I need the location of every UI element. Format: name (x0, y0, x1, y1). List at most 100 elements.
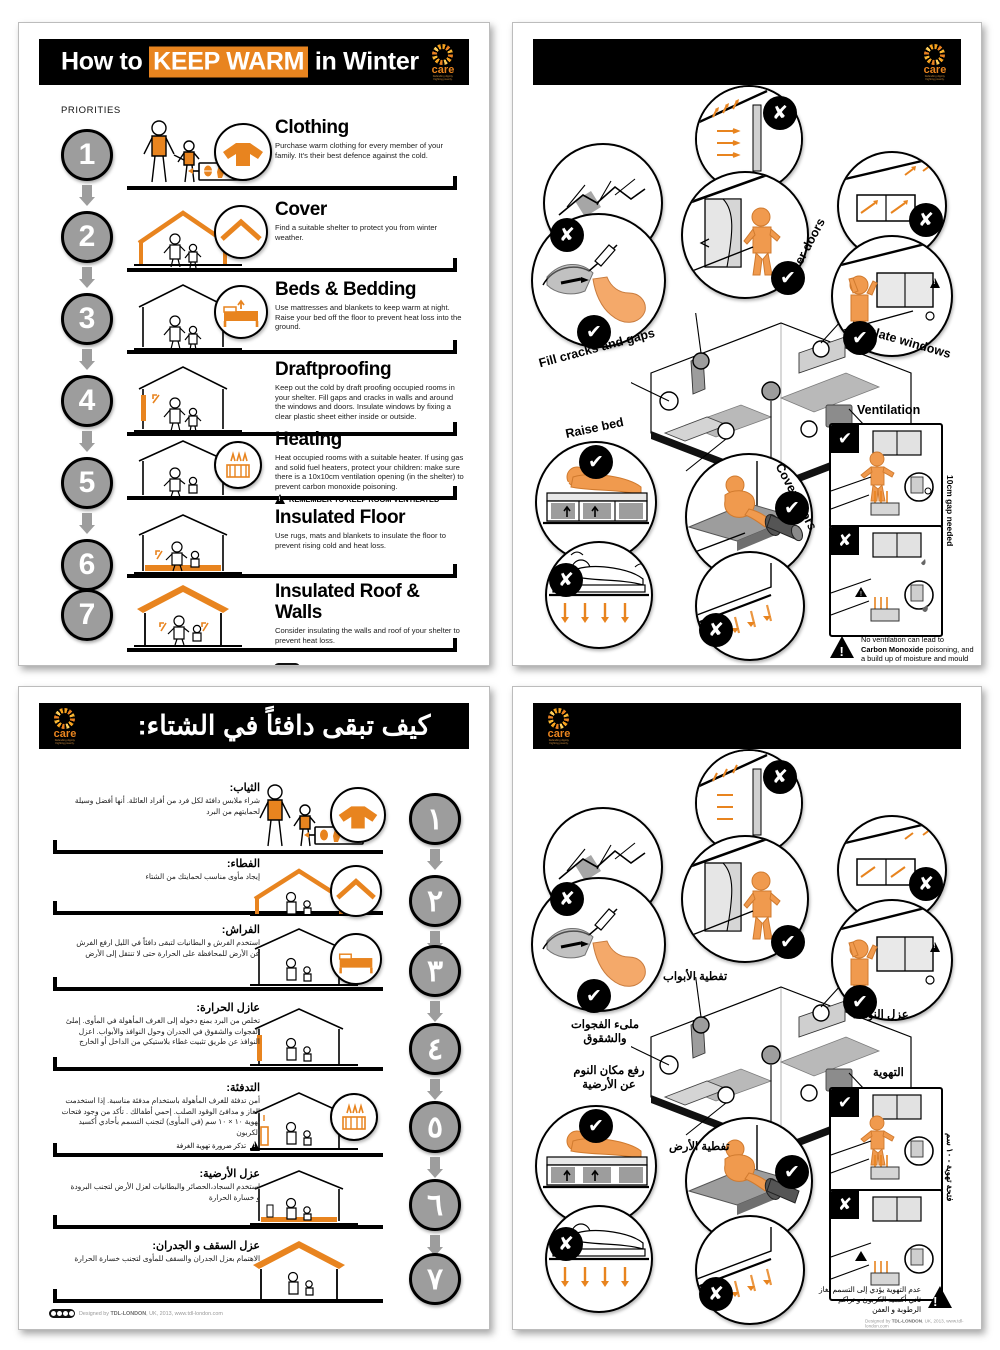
care-wordmark: care (431, 64, 455, 76)
cross-badge-crack: ✘ (550, 882, 584, 916)
roof-icon (220, 218, 262, 241)
cross-badge-floor-bed: ✘ (549, 1227, 583, 1261)
row-insulated-roof-ar: عزل السقف و الجدران: الاهتمام بعزل الجدر… (65, 1239, 260, 1265)
care-wordmark: care (53, 728, 77, 740)
row-title: عزل الأرضية: (199, 1168, 260, 1180)
row-separator-1 (53, 840, 383, 854)
priority-number-3: ٣ (409, 945, 461, 997)
illustration-beds (134, 284, 242, 351)
roof-icon (336, 878, 376, 900)
tick-badge-insulate-windows: ✔ (843, 985, 877, 1019)
ventilation-bad-panel: ✘ (829, 1189, 943, 1301)
care-logo: care Defending dignity.Fighting poverty. (915, 42, 955, 82)
row-draftproofing: Draftproofing Keep out the cold by draft… (275, 359, 465, 421)
bubble-heater-icon (214, 441, 262, 489)
label-gap-needed: 10cm gap needed (945, 475, 955, 547)
poster-english-shelter: care Defending dignity.Fighting poverty. (512, 22, 982, 666)
jumper-icon (338, 806, 378, 829)
jumper-icon (223, 143, 263, 166)
ventilation-bad-panel: ✘ ! (829, 525, 943, 637)
flow-arrow-3 (79, 349, 95, 370)
ventilation-good-panel: ✔ (829, 1087, 943, 1193)
care-ring-icon (432, 44, 453, 65)
ventilated-room-icon (831, 1094, 934, 1180)
title-highlight: KEEP WARM (149, 46, 309, 78)
flow-arrow-5 (427, 1157, 443, 1178)
unventilated-room-icon: ! (831, 532, 934, 622)
header-bar: care Defending dignity.Fighting poverty. (533, 39, 961, 85)
tick-badge-ventilation-good: ✔ (831, 1089, 859, 1117)
care-tagline: Defending dignity.Fighting poverty. (548, 739, 570, 746)
row-body: الاهتمام بعزل الجدران والسقف للمأوى لتجن… (74, 1254, 260, 1263)
cross-badge-bare-floor: ✘ (699, 613, 733, 647)
svg-text:!: ! (933, 1294, 937, 1309)
illustration-insulated-floor (134, 514, 242, 574)
bubble-clothing-icon (330, 787, 386, 843)
svg-text:!: ! (860, 591, 862, 598)
tick-badge-cover-doors: ✔ (771, 925, 805, 959)
bed-icon (223, 299, 259, 327)
row-cover-ar: الفطاء: إيجاد مأوى مناسب لحمايتك من الشت… (65, 857, 260, 883)
label-raise-bed-ar: رفع مكان النوم عن الأرضية (549, 1063, 669, 1091)
unventilated-room-icon (831, 1196, 934, 1286)
row-title: Draftproofing (275, 359, 392, 380)
credit-line: Designed by TDL-LONDON, UK, 2013, www.td… (49, 1309, 223, 1318)
title-part-2: in Winter (308, 47, 419, 76)
row-title: Heating (275, 429, 342, 450)
flow-arrow-2 (79, 267, 95, 288)
priority-number-5: 5 (61, 457, 113, 509)
row-body: Keep out the cold by draft proofing occu… (275, 383, 455, 421)
row-insulated-floor-ar: عزل الأرضية: استخدم السجاد،الحصائر والبط… (65, 1167, 260, 1203)
care-logo: care Defending dignity.Fighting poverty. (539, 706, 579, 746)
row-title: التدفئة: (226, 1082, 260, 1094)
row-separator-5 (53, 1143, 383, 1157)
tick-badge-cover-floors: ✔ (775, 491, 809, 525)
row-separator-6 (53, 1215, 383, 1229)
row-body: استخدم الفرش و البطانيات لتبقى دافئاً في… (76, 938, 260, 958)
heater-icon (226, 451, 250, 478)
bubble-bed-icon (330, 933, 382, 985)
priority-number-1: ١ (409, 793, 461, 845)
creative-commons-icon (49, 1309, 75, 1318)
row-draftproofing-ar: عازل الحرارة: تخلص من البرد بمنع دخوله إ… (59, 1001, 260, 1048)
wall-crack-icon (558, 178, 646, 236)
alert-triangle-icon-ventilation: ! (928, 1286, 953, 1309)
covered-door-icon (683, 173, 781, 276)
priority-number-7: 7 (61, 589, 113, 641)
row-separator-2 (127, 258, 457, 272)
priority-number-2: 2 (61, 211, 113, 263)
bed-icon (338, 953, 373, 974)
row-body: أمن تدفئة للغرف المأهولة باستخدام مدفئة … (61, 1096, 260, 1137)
header-bar: How to KEEP WARM in Winter care Defendin… (39, 39, 469, 85)
cross-badge-ventilation-bad: ✘ (831, 527, 859, 555)
ventilation-warning: ! No ventilation can lead to Carbon Mono… (829, 635, 974, 664)
priority-number-2: ٢ (409, 875, 461, 927)
label-line-1: رفع مكان النوم (573, 1065, 645, 1077)
flow-arrow-1 (79, 185, 95, 206)
row-body: شراء ملابس دافئة لكل فرد من أفراد العائل… (74, 796, 260, 816)
alert-triangle-icon (250, 1141, 260, 1151)
care-wordmark: care (547, 728, 571, 740)
row-title: الفطاء: (226, 858, 260, 870)
row-separator-1 (127, 176, 457, 190)
row-body: Consider insulating the walls and roof o… (275, 626, 460, 645)
row-body: إيجاد مأوى مناسب لحمايتك من الشتاء (145, 872, 260, 881)
page-title: How to KEEP WARM in Winter (61, 46, 419, 78)
tick-badge-cover-doors: ✔ (771, 261, 805, 295)
care-tagline: Defending dignity.Fighting poverty. (432, 75, 454, 82)
bubble-heater-icon (330, 1093, 378, 1141)
credit-line: Designed by TDL-LONDON, UK, 2013, www.td… (865, 1319, 964, 1329)
row-separator-4 (127, 422, 457, 436)
tick-badge-insulate-windows: ✔ (843, 321, 877, 355)
row-body: Heat occupied rooms with a suitable heat… (275, 453, 464, 491)
bubble-clothing-icon (214, 123, 272, 181)
care-wordmark: care (923, 64, 947, 76)
label-line-1: ملىء الفجوات (570, 1019, 640, 1031)
bubble-insulate-windows-good (831, 235, 953, 357)
rolling-rug-icon (687, 1125, 800, 1215)
illustration-draftproofing (134, 366, 242, 433)
row-body: استخدم السجاد،الحصائر والبطانيات لعزل ال… (70, 1182, 260, 1202)
row-separator-3 (127, 340, 457, 354)
priority-number-5: ٥ (409, 1101, 461, 1153)
row-beds-ar: الفراش: استخدم الفرش و البطانيات لتبقى د… (65, 923, 260, 959)
